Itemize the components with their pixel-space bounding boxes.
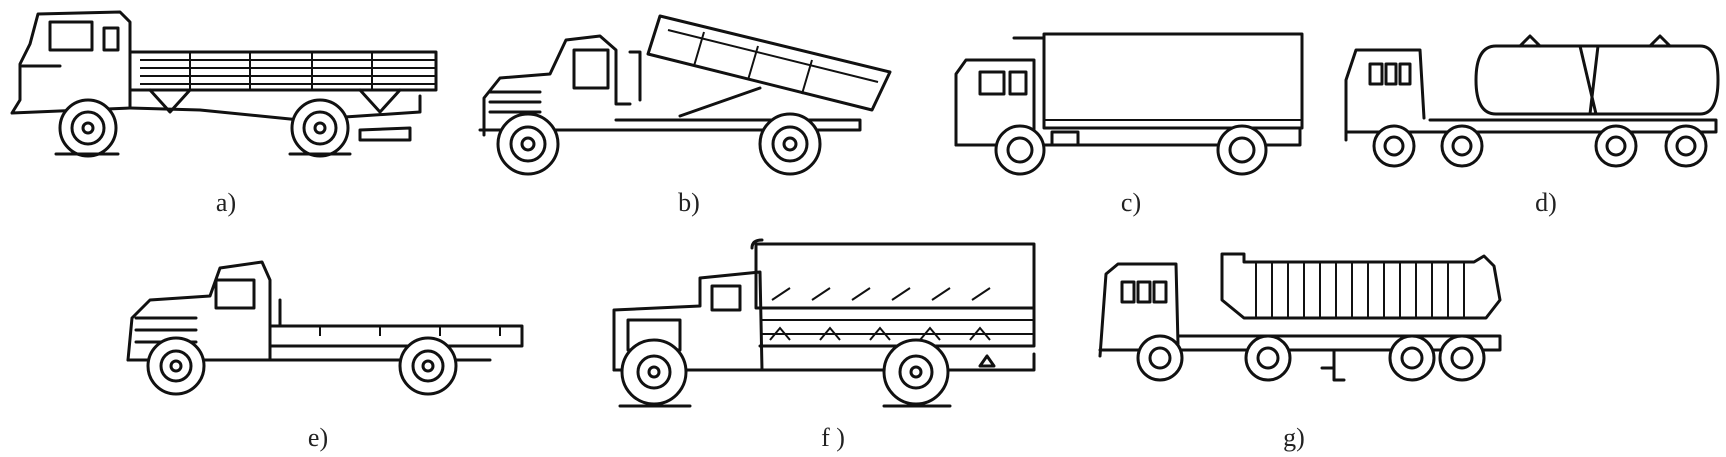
caption-f: f ) (821, 423, 845, 452)
wheel-rear (758, 112, 822, 176)
wheel-tractor-front (1136, 334, 1184, 382)
caption-g: g) (1283, 423, 1305, 452)
vehicle-a-flatbed-stake-truck (10, 10, 438, 158)
wheel-front (146, 336, 206, 396)
wheel-trailer-2 (1438, 334, 1486, 382)
vehicle-g-semi-dump (1098, 252, 1502, 382)
vehicle-b-dump-truck (478, 14, 892, 176)
vehicle-e-flatbed (126, 260, 524, 396)
vehicle-c-box-van (954, 32, 1304, 176)
wheel-front (620, 338, 688, 406)
wheel-1 (1372, 124, 1416, 168)
caption-e: e) (307, 423, 329, 452)
caption-b: b) (678, 188, 700, 217)
wheel-front (58, 98, 118, 158)
wheel-trailer-1 (1388, 334, 1436, 382)
wheel-front (496, 112, 560, 176)
vehicle-d-tanker (1344, 34, 1720, 168)
wheel-rear (290, 98, 350, 158)
caption-d: d) (1535, 188, 1557, 217)
vehicle-f-covered-cargo (612, 238, 1036, 408)
wheel-rear (398, 336, 458, 396)
caption-a: a) (215, 188, 237, 217)
wheel-2 (1440, 124, 1484, 168)
wheel-3 (1594, 124, 1638, 168)
wheel-front (994, 124, 1046, 176)
wheel-4 (1664, 124, 1708, 168)
wheel-rear (882, 338, 950, 406)
caption-c: c) (1120, 188, 1142, 217)
wheel-rear (1216, 124, 1268, 176)
wheel-tractor-rear (1244, 334, 1292, 382)
